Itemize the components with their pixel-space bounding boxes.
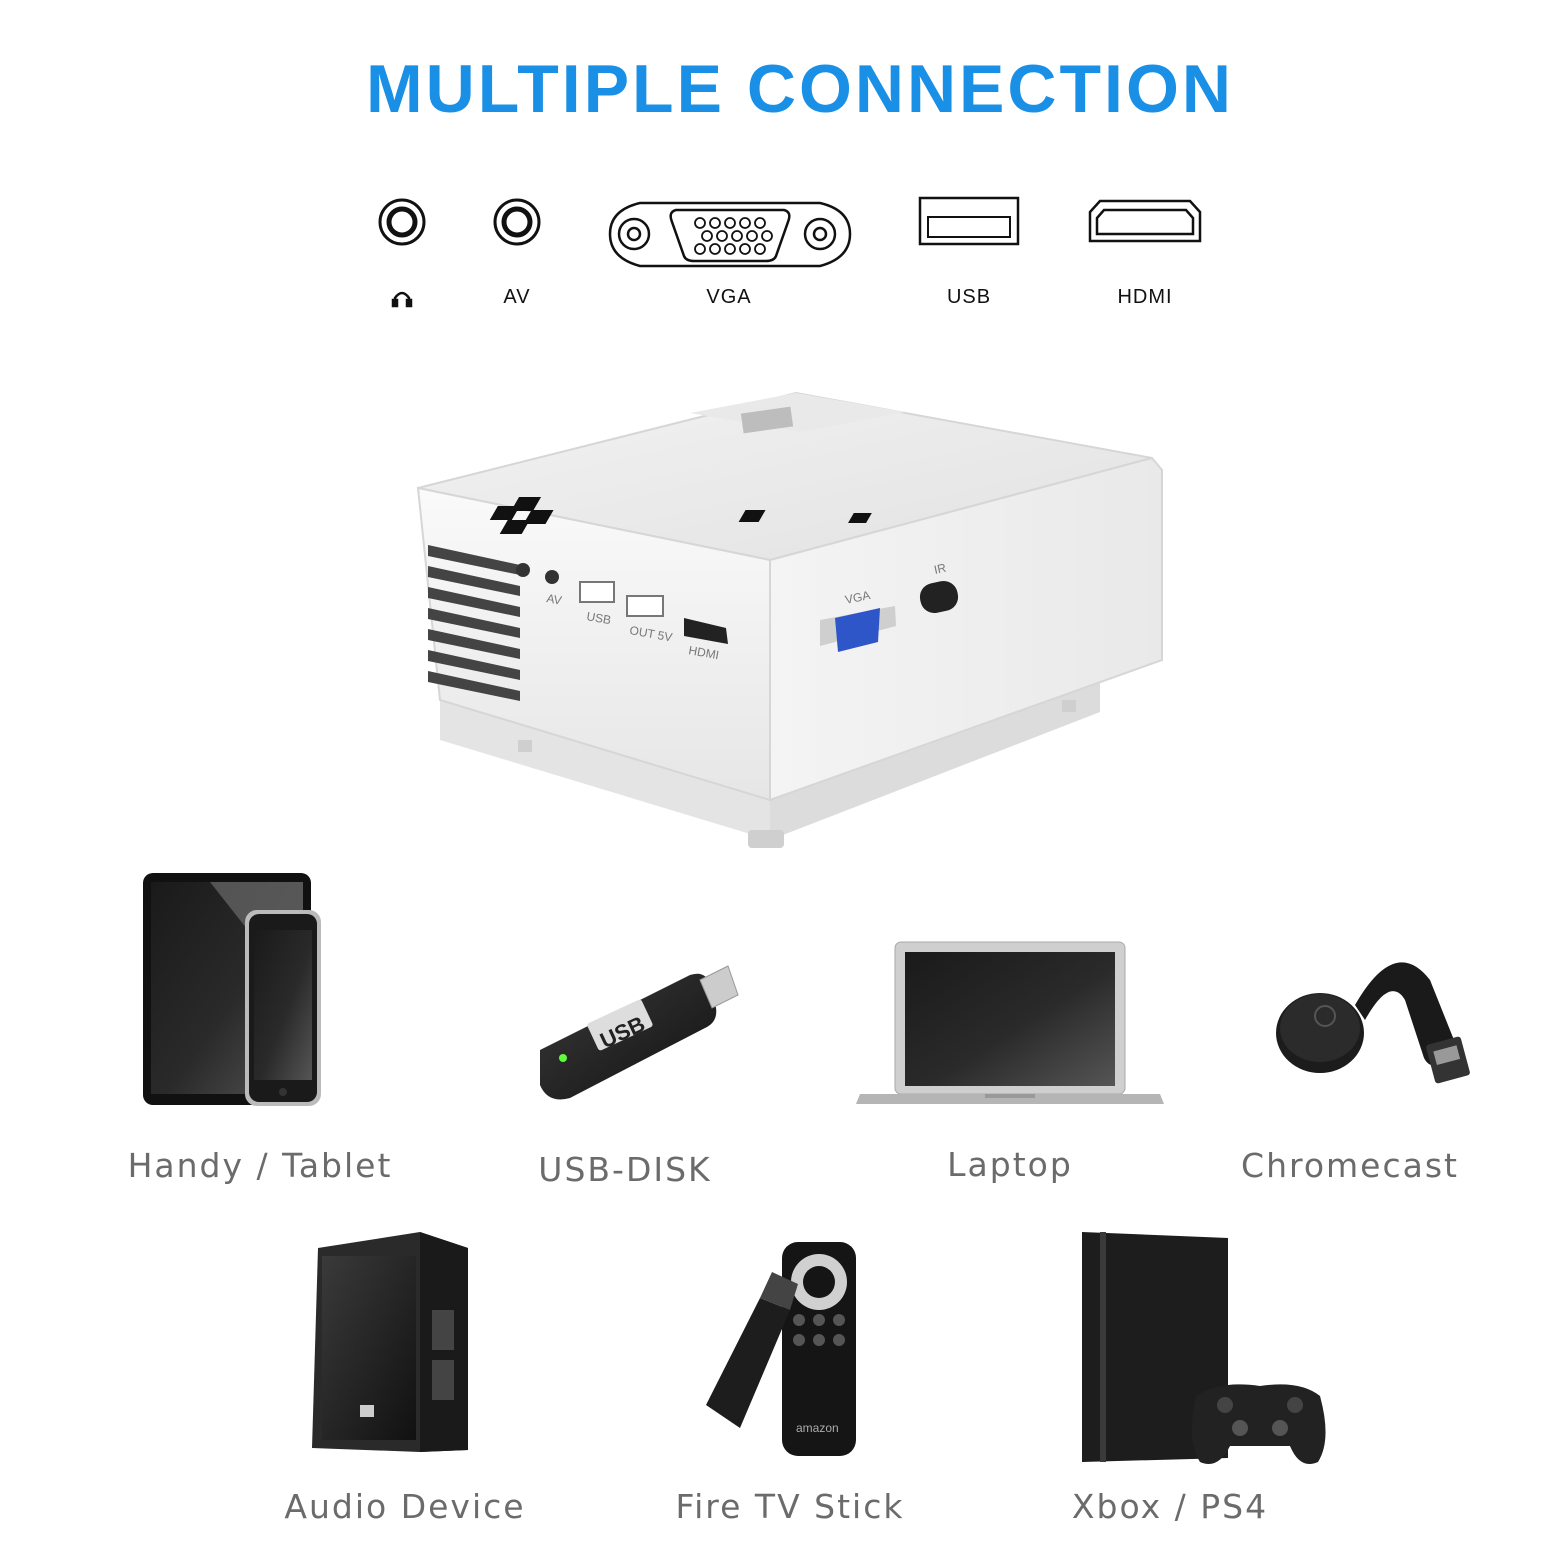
usb-stick-icon: USB xyxy=(540,965,739,1100)
projector-image: AV USB OUT 5V HDMI VGA IR xyxy=(416,391,1163,848)
port-label-vga: VGA xyxy=(706,286,752,308)
chromecast-icon xyxy=(1276,962,1470,1084)
usb-port-icon xyxy=(918,196,1020,246)
headphone-jack-icon xyxy=(378,198,426,246)
speaker-icon xyxy=(312,1232,468,1452)
game-console-icon xyxy=(1082,1232,1326,1464)
port-icons xyxy=(378,196,1202,308)
device-label-usb-disk: USB-DISK xyxy=(538,1150,712,1189)
fire-tv-stick-icon: amazon xyxy=(706,1242,856,1456)
tablet-phone-icon xyxy=(143,873,321,1106)
headphone-glyph-icon xyxy=(391,291,413,308)
device-label-xbox-ps4: Xbox / PS4 xyxy=(1071,1487,1269,1526)
laptop-icon xyxy=(856,941,1164,1104)
page-title: MULTIPLE CONNECTION xyxy=(366,51,1234,127)
device-label-laptop: Laptop xyxy=(947,1145,1073,1184)
vga-port-icon xyxy=(608,201,852,268)
device-label-handy-tablet: Handy / Tablet xyxy=(127,1146,393,1185)
projector-label-av: AV xyxy=(545,591,562,607)
projector-label-vga: VGA xyxy=(844,588,872,607)
hdmi-port-icon xyxy=(1088,199,1202,243)
projector-label-usb: USB xyxy=(585,609,612,627)
port-label-hdmi: HDMI xyxy=(1117,286,1173,308)
device-label-chromecast: Chromecast xyxy=(1241,1146,1459,1185)
projector-label-ir: IR xyxy=(933,561,948,577)
device-label-fire-tv-stick: Fire TV Stick xyxy=(675,1487,905,1526)
device-label-audio-device: Audio Device xyxy=(284,1487,526,1526)
fire-tv-brand-text: amazon xyxy=(796,1421,839,1435)
port-label-av: AV xyxy=(503,286,531,308)
projector-label-hdmi: HDMI xyxy=(687,643,720,662)
port-label-usb: USB xyxy=(946,286,992,308)
av-jack-icon xyxy=(493,198,541,246)
